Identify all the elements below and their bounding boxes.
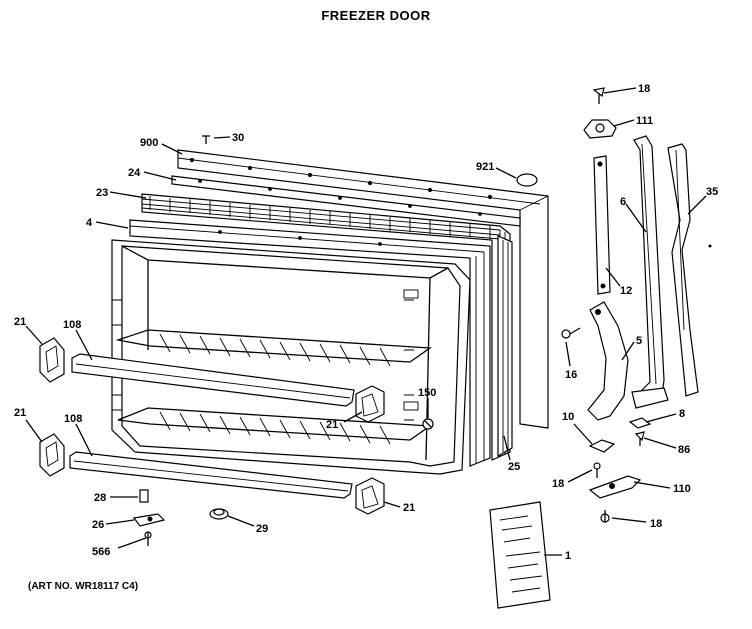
callout-111: 111 <box>636 115 653 127</box>
bottom-hinge-110 <box>588 475 642 499</box>
stop-28 <box>139 489 149 503</box>
breaker-frame <box>129 219 491 467</box>
callout-566: 566 <box>92 546 110 558</box>
diagram-title: FREEZER DOOR <box>321 8 431 23</box>
callout-108a: 108 <box>63 319 81 331</box>
callout-21a: 21 <box>14 316 26 328</box>
callout-21b: 21 <box>326 419 338 431</box>
callout-900: 900 <box>140 137 158 149</box>
instruction-booklet-1 <box>489 501 551 609</box>
callout-21d: 21 <box>403 502 415 514</box>
leader-lines <box>25 87 707 556</box>
shim-8 <box>628 417 652 429</box>
outer-door-panel <box>177 149 549 429</box>
callout-12: 12 <box>620 285 632 297</box>
callout-30: 30 <box>232 132 244 144</box>
screw-30 <box>202 135 210 144</box>
handle-6 <box>631 135 669 409</box>
callout-labels: 18 111 900 30 921 24 23 4 6 35 12 21 108… <box>14 83 718 562</box>
callout-6: 6 <box>620 196 626 208</box>
inner-door-liner <box>111 239 471 475</box>
callout-150: 150 <box>418 387 436 399</box>
callout-10: 10 <box>562 411 574 423</box>
callout-18c: 18 <box>650 518 662 530</box>
hinge-bracket-5 <box>587 301 629 421</box>
screw-18-bottom <box>600 510 610 523</box>
shelf-end-cap <box>39 337 385 515</box>
hinge-cap-111 <box>583 119 617 139</box>
screw-150 <box>422 418 434 430</box>
callout-35: 35 <box>706 186 718 198</box>
callout-23: 23 <box>96 187 108 199</box>
screw-18-mid <box>593 462 601 478</box>
screw-566 <box>144 531 152 546</box>
callout-86: 86 <box>678 444 690 456</box>
plug-921 <box>516 173 538 187</box>
bracket-26 <box>132 513 166 527</box>
callout-29: 29 <box>256 523 268 535</box>
top-retainer-strip <box>171 175 521 227</box>
callout-5: 5 <box>636 335 642 347</box>
trim-35 <box>667 143 699 397</box>
callout-28: 28 <box>94 492 106 504</box>
callout-8: 8 <box>679 408 685 420</box>
callout-24: 24 <box>128 167 141 179</box>
hinge-pin-10 <box>588 439 616 453</box>
callout-18a: 18 <box>638 83 650 95</box>
callout-25: 25 <box>508 461 520 473</box>
stray-mark <box>708 244 712 248</box>
screw-16 <box>561 327 581 339</box>
callout-16: 16 <box>565 369 577 381</box>
screw-86 <box>634 431 645 446</box>
shelf-bar-lower <box>69 451 353 499</box>
callout-26: 26 <box>92 519 104 531</box>
callout-1: 1 <box>565 550 571 562</box>
hinge-strip-12 <box>593 155 611 295</box>
callout-110: 110 <box>673 483 691 495</box>
cap-29 <box>209 508 229 520</box>
screw-18-top <box>592 87 605 104</box>
door-gasket <box>141 193 513 461</box>
callout-108b: 108 <box>64 413 82 425</box>
callout-21c: 21 <box>14 407 26 419</box>
shelf-bar-upper <box>71 353 355 407</box>
art-number: (ART NO. WR18117 C4) <box>28 581 139 592</box>
callout-18b: 18 <box>552 478 564 490</box>
callout-4: 4 <box>86 217 93 229</box>
callout-921: 921 <box>476 161 494 173</box>
